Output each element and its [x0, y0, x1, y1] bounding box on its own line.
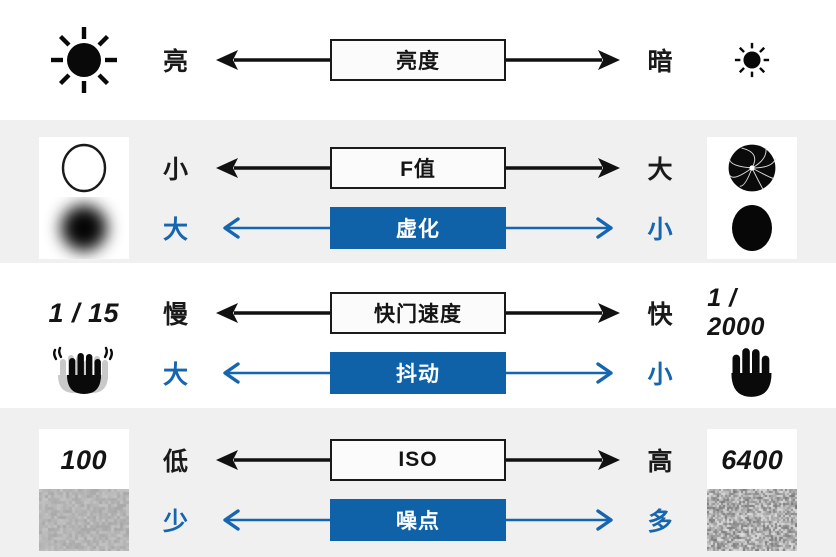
cell-icon-left [28, 137, 140, 199]
right-arrow [506, 148, 624, 188]
left-word-label: 小 [163, 156, 189, 184]
bright-sun-icon [38, 16, 129, 104]
cell-box: 抖动 [330, 352, 506, 394]
cell-icon-right: 1 / 2000 [696, 282, 808, 344]
right-arrow [506, 208, 624, 248]
right-word-label: 快 [647, 301, 673, 329]
param-box-fvalue[interactable]: F值 [330, 147, 506, 189]
cell-icon-right [696, 342, 808, 404]
left-arrow [212, 40, 330, 80]
iso-100-value: 100 [38, 429, 129, 491]
line-iso: 100 低 ISO 高 [0, 424, 836, 496]
left-arrow [212, 148, 330, 188]
right-word-label: 大 [647, 156, 673, 184]
right-word-label: 小 [647, 216, 673, 244]
cell-icon-left [28, 16, 140, 104]
cell-box: 虚化 [330, 207, 506, 249]
left-word-label: 低 [163, 448, 189, 476]
cell-box: 快门速度 [330, 292, 506, 334]
sharp-circle-icon [707, 197, 798, 259]
right-arrow [506, 293, 624, 333]
cell-icon-right [696, 137, 808, 199]
shutter-1-15-value: 1 / 15 [38, 282, 129, 344]
row-shutter: 1 / 15 慢 快门速度 快 [0, 263, 836, 408]
closed-aperture-blades-icon [707, 137, 798, 199]
left-arrow [212, 208, 330, 248]
cell-icon-right [696, 16, 808, 104]
cell-icon-left: 100 [28, 429, 140, 491]
line-brightness: 亮 亮度 暗 [0, 16, 836, 104]
cell-icon-left: 1 / 15 [28, 282, 140, 344]
shutter-1-2000-value: 1 / 2000 [707, 282, 798, 344]
blurred-bokeh-circle-icon [38, 197, 129, 259]
left-arrow [212, 353, 330, 393]
left-word-label: 亮 [163, 48, 189, 76]
right-word-label: 高 [647, 448, 673, 476]
line-bokeh: 大 虚化 小 [0, 192, 836, 264]
right-word-label: 多 [647, 508, 673, 536]
row-iso: 100 低 ISO 高 [0, 408, 836, 557]
open-aperture-circle-icon [38, 137, 129, 199]
cell-icon-right [696, 489, 808, 551]
row-aperture: 小 F值 大 [0, 120, 836, 263]
left-arrow [212, 440, 330, 480]
param-box-bokeh[interactable]: 虚化 [330, 207, 506, 249]
cell-box: 噪点 [330, 499, 506, 541]
iso-6400-value: 6400 [707, 429, 798, 491]
right-arrow [506, 500, 624, 540]
cell-box: ISO [330, 439, 506, 481]
right-arrow [506, 440, 624, 480]
shutter-slow-value-text: 1 / 15 [48, 297, 120, 328]
iso-high-value-text: 6400 [721, 444, 784, 475]
param-box-iso[interactable]: ISO [330, 439, 506, 481]
row-brightness: 亮 亮度 暗 [0, 0, 836, 120]
param-box-shake[interactable]: 抖动 [330, 352, 506, 394]
cell-box: 亮度 [330, 39, 506, 81]
shaking-hand-icon [38, 342, 129, 404]
cell-icon-right: 6400 [696, 429, 808, 491]
right-arrow [506, 353, 624, 393]
left-arrow [212, 500, 330, 540]
cell-icon-right [696, 197, 808, 259]
low-noise-swatch-icon [38, 489, 129, 551]
cell-icon-left [28, 489, 140, 551]
param-box-shutter-speed[interactable]: 快门速度 [330, 292, 506, 334]
line-fvalue: 小 F值 大 [0, 132, 836, 204]
high-noise-swatch-icon [707, 489, 798, 551]
left-word-label: 慢 [163, 301, 189, 329]
dim-sun-icon [707, 16, 798, 104]
shutter-fast-value-text: 1 / 2000 [707, 284, 765, 341]
line-noise: 少 噪点 多 [0, 484, 836, 556]
left-word-label: 大 [163, 216, 189, 244]
left-word-label: 少 [163, 508, 189, 536]
cell-icon-left [28, 197, 140, 259]
right-arrow [506, 40, 624, 80]
cell-icon-left [28, 342, 140, 404]
line-shutter-speed: 1 / 15 慢 快门速度 快 [0, 277, 836, 349]
param-box-noise[interactable]: 噪点 [330, 499, 506, 541]
right-word-label: 暗 [647, 48, 673, 76]
steady-hand-icon [707, 342, 798, 404]
line-shake: 大 抖动 小 [0, 337, 836, 409]
left-word-label: 大 [163, 361, 189, 389]
cell-box: F值 [330, 147, 506, 189]
left-arrow [212, 293, 330, 333]
iso-low-value-text: 100 [60, 444, 108, 475]
right-word-label: 小 [647, 361, 673, 389]
param-box-brightness[interactable]: 亮度 [330, 39, 506, 81]
